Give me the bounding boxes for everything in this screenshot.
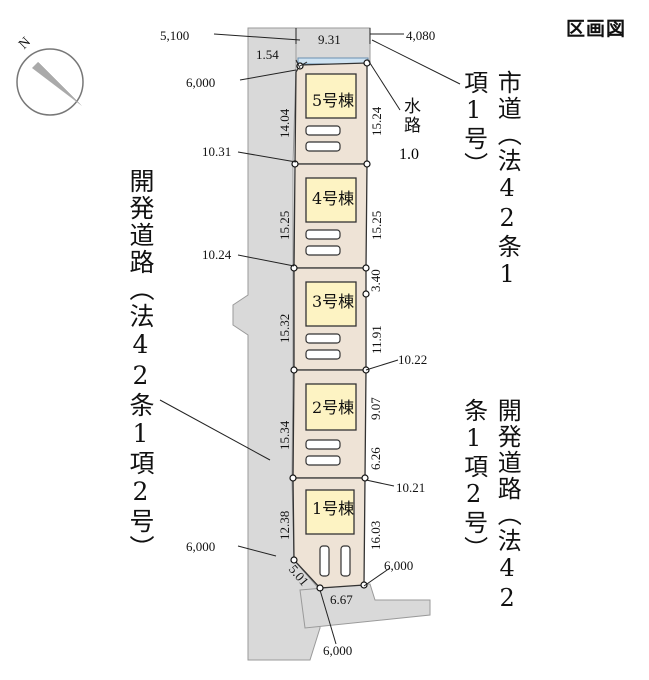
dim-1024: 10.24: [202, 247, 232, 262]
dim-right-340: 3.40: [368, 269, 383, 292]
dim-corner-154: 1.54: [256, 47, 279, 62]
dim-corner-left-bottom: 6,000: [186, 539, 215, 554]
dim-right-1603: 16.03: [368, 521, 383, 550]
lot-3-label: 3号棟: [312, 292, 354, 311]
house-5: [305, 73, 357, 119]
dim-1031: 10.31: [202, 144, 231, 159]
house-1: [305, 489, 355, 535]
house-2: [305, 383, 357, 431]
right-road-label: 開発道路（法42条1項2号）: [459, 398, 522, 614]
house-3: [305, 281, 357, 327]
lot-1-label: 1号棟: [312, 499, 354, 518]
dim-top-right: 4,080: [406, 28, 435, 43]
dim-bottom-667: 6.67: [330, 592, 353, 607]
dim-corner-right-bottom: 6,000: [384, 558, 413, 573]
boundary-points: [289, 59, 371, 592]
dim-top-width: 9.31: [318, 32, 341, 47]
dim-top-left: 5,100: [160, 28, 189, 43]
dim-1021: 10.21: [396, 480, 425, 495]
lot-2-label: 2号棟: [312, 398, 354, 417]
dim-right-1524: 15.24: [369, 106, 384, 136]
dim-left-1404: 14.04: [277, 108, 292, 138]
waterway-width: 1.0: [399, 146, 419, 163]
car-icon: [319, 545, 330, 577]
dim-corner-left-top: 6,000: [186, 75, 215, 90]
corner-cuts: [295, 28, 371, 69]
car-icons: [305, 125, 351, 577]
left-road-label: 開発道路（法42条1項2号）: [126, 168, 155, 562]
dim-right-626: 6.26: [368, 447, 383, 470]
city-road-label: 市道（法42条1項1号）: [459, 70, 522, 290]
dim-right-907: 9.07: [368, 397, 383, 420]
page-title: 区画図: [566, 18, 627, 40]
dim-left-1532: 15.32: [277, 314, 292, 343]
car-icon: [305, 455, 341, 466]
bottom-road: [299, 583, 431, 629]
car-icon: [305, 333, 341, 344]
lot-5-label: 5号棟: [312, 91, 354, 110]
car-icon: [305, 349, 341, 360]
compass-icon: N: [16, 35, 84, 116]
car-icon: [305, 125, 341, 136]
car-icon: [305, 229, 341, 240]
lot-4-label: 4号棟: [312, 189, 354, 208]
dim-corner-bottom: 6,000: [323, 643, 352, 658]
dim-right-1191: 11.91: [369, 325, 384, 354]
waterway-label: 水路: [400, 97, 420, 135]
leader-lines: [159, 33, 461, 645]
houses: [305, 73, 357, 535]
compass-north-label: N: [16, 35, 34, 53]
car-icon: [305, 439, 341, 450]
dim-left-1525: 15.25: [277, 211, 292, 240]
dim-left-1238: 12.38: [277, 511, 292, 540]
dim-right-1525: 15.25: [369, 211, 384, 240]
car-icon: [340, 545, 351, 577]
car-icon: [305, 141, 341, 152]
dim-1022: 10.22: [398, 352, 427, 367]
car-icon: [305, 245, 341, 256]
dim-left-1534: 15.34: [277, 420, 292, 450]
house-4: [305, 177, 357, 223]
